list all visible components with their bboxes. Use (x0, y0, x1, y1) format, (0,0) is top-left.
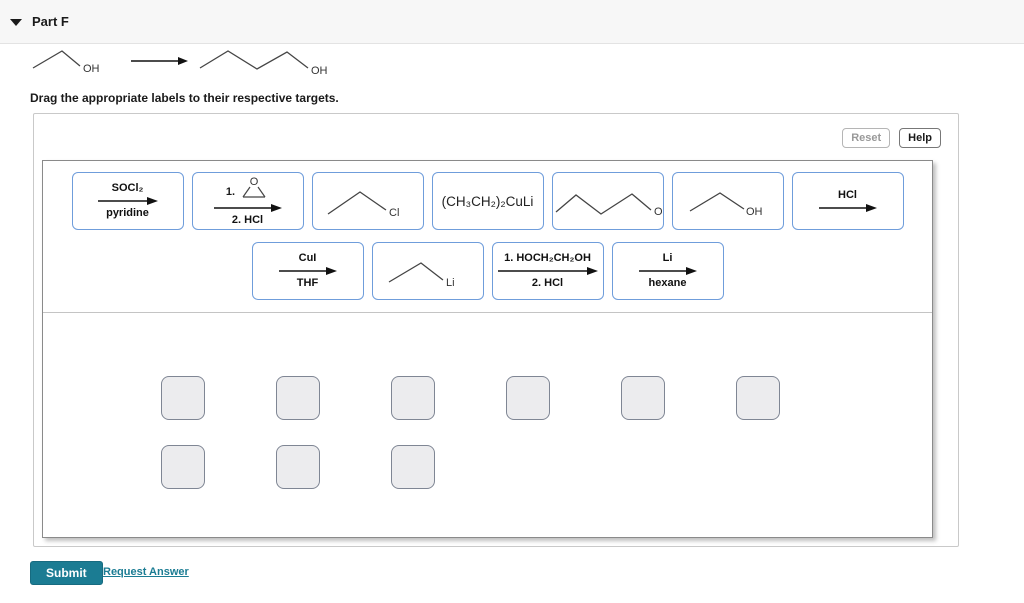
collapse-triangle-icon[interactable] (10, 19, 22, 26)
drop-target[interactable] (736, 376, 780, 420)
ethyl-chloride-structure: Cl (327, 191, 399, 219)
part-title: Part F (32, 14, 69, 29)
label-palette-row-2: CuI THF Li 1. HOCH₂CH₂OH (43, 242, 932, 300)
chip-text-above: 1. HOCH₂CH₂OH (504, 252, 591, 264)
chip-text-below: 2. HCl (531, 277, 564, 289)
epoxide-step-1: 1. O (226, 176, 269, 202)
label-chip-hcl[interactable]: HCl (791, 172, 904, 230)
label-chip-cui-thf[interactable]: CuI THF (251, 242, 364, 300)
drop-target[interactable] (161, 376, 205, 420)
chip-text-above: SOCl₂ (111, 182, 144, 194)
label-chip-ethyl-chloride[interactable]: Cl (311, 172, 424, 230)
cuprate-formula: (CH₃CH₂)₂CuLi (441, 193, 534, 209)
reset-button[interactable]: Reset (842, 128, 891, 148)
chip-text-above: Li (662, 252, 673, 264)
cl-label: Cl (389, 207, 399, 219)
butyl-oxygen-structure: O (555, 193, 662, 218)
reaction-arrow-icon (131, 57, 188, 65)
reaction-arrow-icon (497, 267, 598, 275)
help-button[interactable]: Help (899, 128, 941, 148)
epoxide-o-label: O (250, 176, 259, 188)
ethyllithium-structure: Li (388, 262, 455, 289)
reactant-oh-label: OH (83, 63, 100, 75)
drop-target-row-1 (161, 376, 780, 420)
drop-target[interactable] (621, 376, 665, 420)
o-label: O (654, 206, 662, 218)
label-chip-diethylcuprate[interactable]: (CH₃CH₂)₂CuLi (431, 172, 544, 230)
chip-text-below: hexane (648, 277, 687, 289)
submit-button[interactable]: Submit (30, 561, 103, 585)
label-palette-row-1: SOCl₂ pyridine 1. O (43, 172, 932, 230)
chip-text-below: 2. HCl (231, 213, 264, 226)
reaction-scheme: OH OH (32, 50, 328, 77)
reaction-arrow-icon (278, 267, 337, 275)
drop-target[interactable] (506, 376, 550, 420)
reaction-arrow-icon (97, 197, 158, 205)
chip-text-above: CuI (298, 252, 317, 264)
instruction-text: Drag the appropriate labels to their res… (30, 91, 339, 105)
product-butanol-structure: OH (199, 50, 328, 77)
label-chip-ethyllithium[interactable]: Li (371, 242, 484, 300)
drop-target[interactable] (391, 445, 435, 489)
drop-target[interactable] (276, 376, 320, 420)
label-chip-butyl-oxygen[interactable]: O (551, 172, 664, 230)
chip-text-above: HCl (838, 188, 857, 201)
chip-text-below: THF (296, 277, 319, 289)
reaction-arrow-icon (213, 203, 282, 212)
drop-target[interactable] (161, 445, 205, 489)
label-chip-glycol-hcl[interactable]: 1. HOCH₂CH₂OH 2. HCl (491, 242, 604, 300)
reactant-ethanol-structure: OH (32, 50, 100, 75)
label-chip-epoxide-hcl[interactable]: 1. O 2. HCl (191, 172, 304, 230)
palette-target-divider (43, 312, 932, 313)
reaction-arrow-icon (818, 203, 877, 212)
ethanol-structure: OH (689, 192, 763, 218)
request-answer-link[interactable]: Request Answer (103, 566, 189, 578)
reaction-arrow-icon (638, 267, 697, 275)
step-number: 1. (225, 185, 236, 198)
drop-target[interactable] (276, 445, 320, 489)
drop-target-row-2 (161, 445, 435, 489)
chip-text-below: pyridine (106, 207, 149, 219)
product-oh-label: OH (311, 65, 328, 77)
drop-target[interactable] (391, 376, 435, 420)
label-chip-li-hexane[interactable]: Li hexane (611, 242, 724, 300)
epoxide-structure: O (242, 176, 266, 198)
activity-panel: Reset Help SOCl₂ pyridine 1. (33, 113, 959, 547)
part-header: Part F (0, 0, 1024, 44)
li-label: Li (446, 277, 455, 289)
drag-drop-workspace: SOCl₂ pyridine 1. O (42, 160, 933, 538)
panel-buttons: Reset Help (842, 128, 941, 148)
label-chip-socl2-pyridine[interactable]: SOCl₂ pyridine (71, 172, 184, 230)
oh-label: OH (746, 206, 763, 218)
label-chip-ethanol[interactable]: OH (671, 172, 784, 230)
